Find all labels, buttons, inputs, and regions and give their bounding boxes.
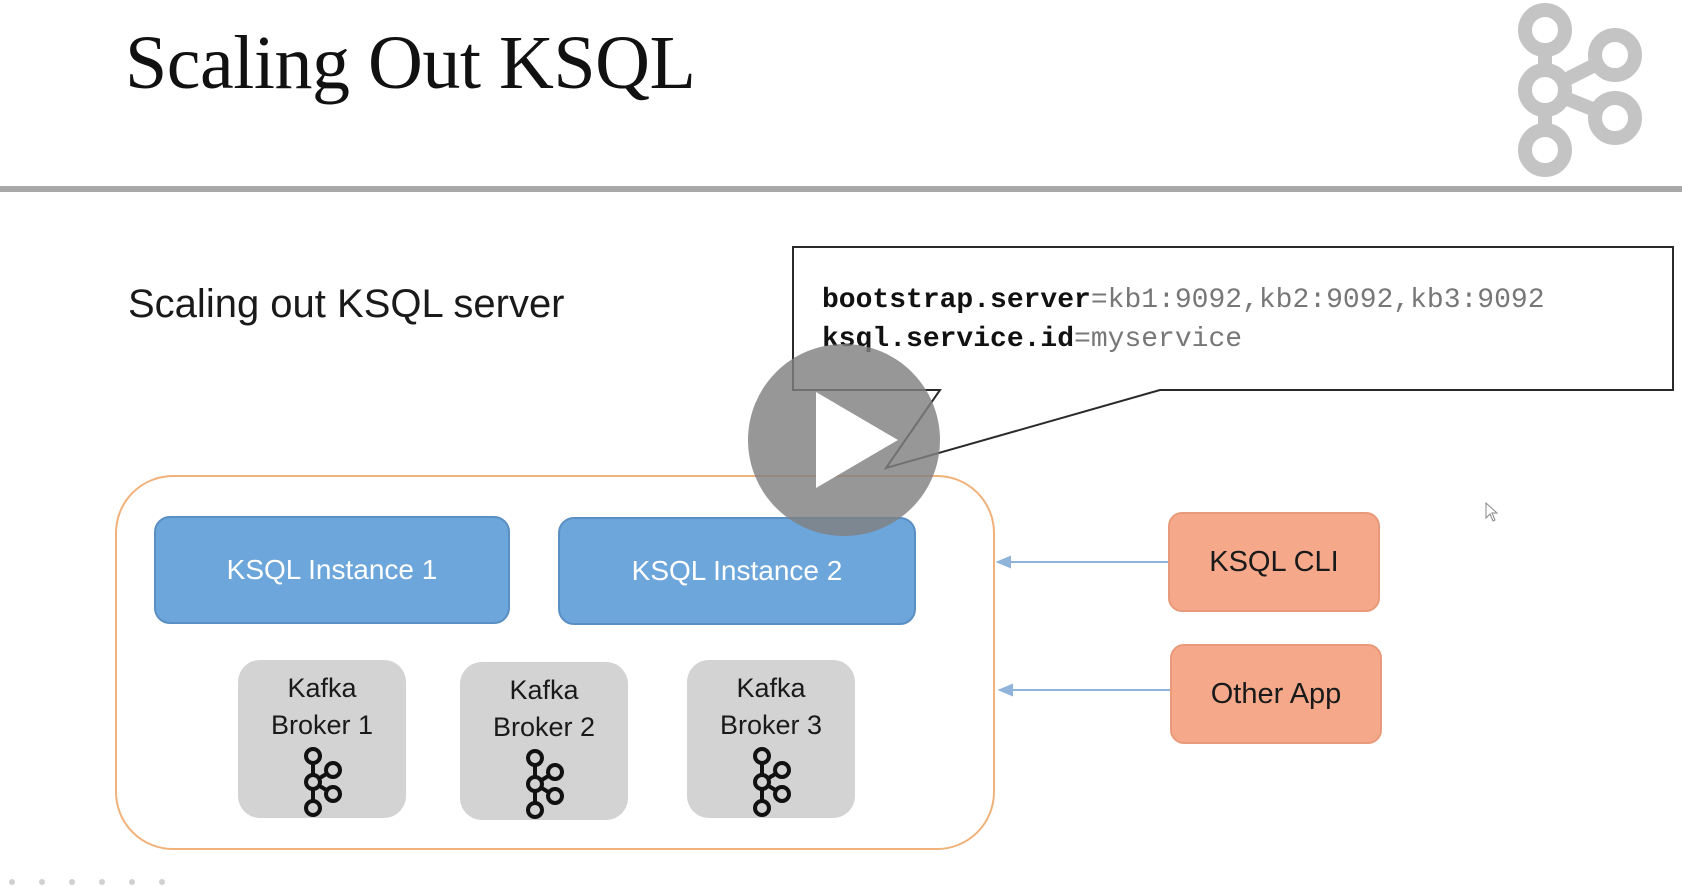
broker-label-line2: Broker 1 [270, 710, 374, 740]
slide-title: Scaling Out KSQL [125, 21, 696, 105]
ksql-cluster-container [115, 475, 995, 850]
ksql-instance-1: KSQL Instance 1 [154, 516, 510, 624]
kafka-broker-1: Kafka Broker 1 [238, 660, 406, 818]
arrow-head [997, 683, 1013, 697]
broker-label-line2: Broker 3 [719, 710, 823, 740]
config-value: =myservice [1074, 324, 1243, 355]
kafka-broker-3: Kafka Broker 3 [687, 660, 855, 818]
ksql-cli-box: KSQL CLI [1168, 512, 1380, 612]
config-line-bootstrap: bootstrap.server=kb1:9092,kb2:9092,kb3:9… [822, 281, 1545, 320]
play-button[interactable] [748, 344, 940, 536]
broker-label-line2: Broker 2 [492, 712, 596, 742]
kafka-broker-2: Kafka Broker 2 [460, 662, 628, 820]
kafka-logo-icon [1518, 3, 1642, 177]
kafka-logo-icon [304, 747, 342, 817]
play-icon [816, 392, 898, 488]
broker-label-line1: Kafka [509, 675, 579, 705]
header-divider [0, 186, 1682, 192]
other-app-box: Other App [1170, 644, 1382, 744]
arrow-head [995, 555, 1011, 569]
broker-label-line1: Kafka [736, 673, 806, 703]
kafka-logo-icon [526, 749, 564, 819]
slide-subtitle: Scaling out KSQL server [128, 282, 565, 326]
kafka-logo-icon [753, 747, 791, 817]
config-key: bootstrap.server [822, 285, 1091, 316]
mouse-cursor-icon [1485, 502, 1499, 522]
bottom-dots-decoration [9, 879, 165, 885]
config-value: =kb1:9092,kb2:9092,kb3:9092 [1090, 285, 1545, 316]
broker-label-line1: Kafka [287, 673, 357, 703]
